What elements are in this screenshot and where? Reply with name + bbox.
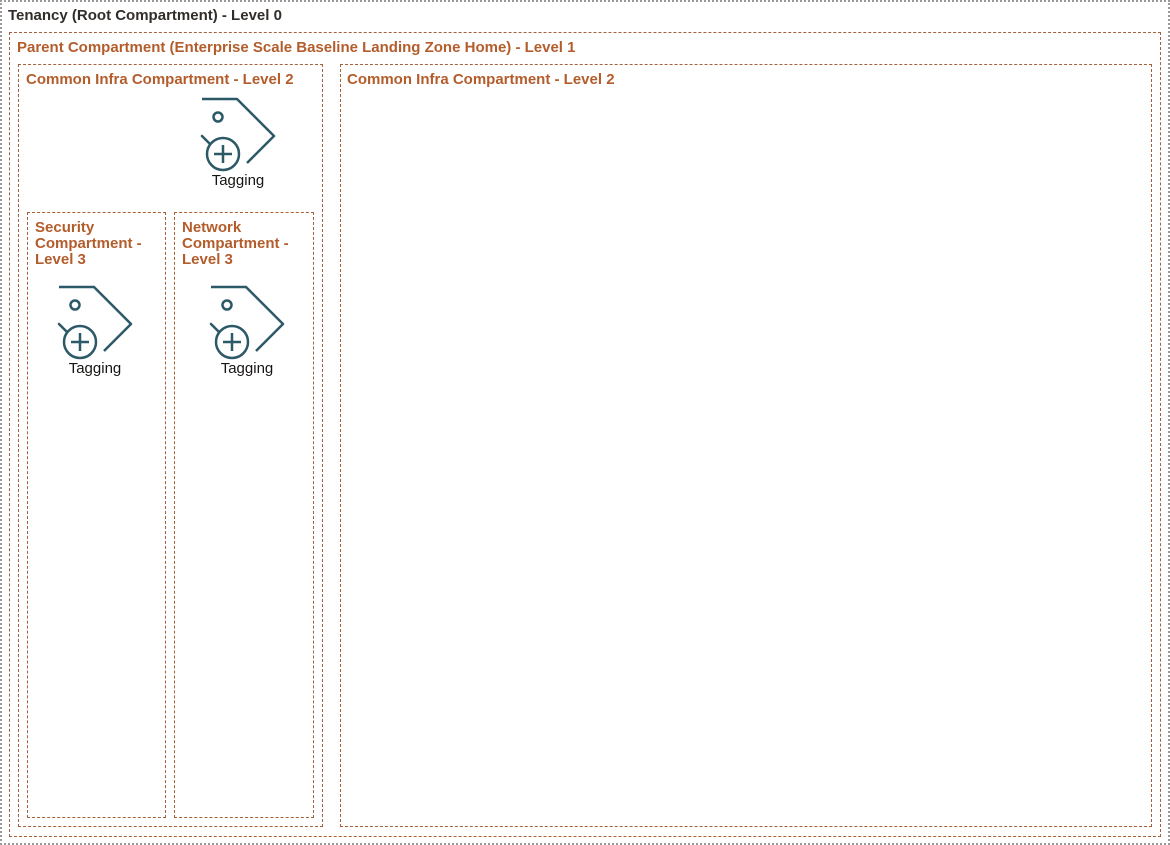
- common-infra-compartment-right: [340, 64, 1152, 827]
- common-infra-left-title: Common Infra Compartment - Level 2: [26, 71, 294, 88]
- tagging-label: Tagging: [211, 172, 265, 189]
- tagging-label: Tagging: [68, 360, 122, 377]
- security-compartment: [27, 212, 166, 818]
- tagging-service-network: Tagging: [207, 284, 287, 377]
- tag-plus-icon: [57, 285, 133, 360]
- parent-compartment: [9, 32, 1161, 837]
- tagging-service-common: Tagging: [198, 96, 278, 189]
- common-infra-right-title: Common Infra Compartment - Level 2: [347, 71, 615, 88]
- parent-compartment-title: Parent Compartment (Enterprise Scale Bas…: [17, 39, 576, 56]
- security-compartment-title: Security Compartment - Level 3: [35, 219, 142, 268]
- network-compartment: [174, 212, 314, 818]
- common-infra-compartment-left: [18, 64, 323, 827]
- tag-plus-icon: [200, 97, 276, 172]
- tag-plus-icon: [209, 285, 285, 360]
- tenancy-title: Tenancy (Root Compartment) - Level 0: [8, 7, 282, 24]
- tagging-label: Tagging: [220, 360, 274, 377]
- tagging-service-security: Tagging: [55, 284, 135, 377]
- network-compartment-title: Network Compartment - Level 3: [182, 219, 289, 268]
